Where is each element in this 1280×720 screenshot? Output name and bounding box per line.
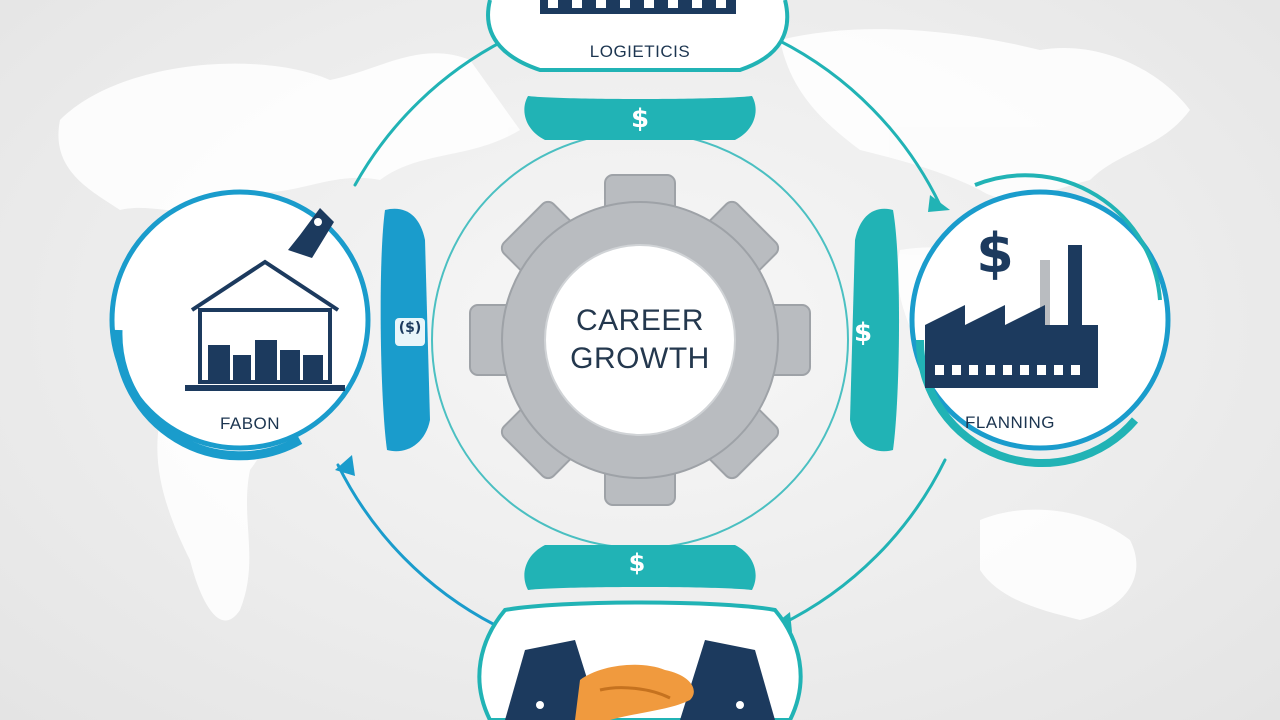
top-connector-symbol: $ — [630, 104, 650, 134]
right-connector-pill — [850, 208, 900, 452]
factory-dollar-symbol: $ — [976, 222, 1014, 285]
factory-icon — [925, 245, 1098, 388]
arrow-head-left — [335, 455, 355, 476]
left-connector-badge — [395, 318, 425, 346]
arc-left-top — [353, 38, 507, 187]
bottom-connector-pill — [524, 545, 756, 590]
arc-bottom-left — [336, 463, 497, 627]
building-icon — [540, 0, 736, 14]
bottom-connector-symbol: $ — [628, 549, 646, 577]
center-title-line2: GROWTH — [570, 342, 710, 375]
right-connector-symbol: $ — [853, 318, 873, 348]
gear-icon — [469, 174, 811, 506]
top-connector-pill — [524, 96, 756, 140]
right-node-label: FLANNING — [965, 413, 1055, 432]
top-node — [486, 0, 790, 72]
arc-right-bottom — [778, 458, 947, 627]
tag-icon — [288, 208, 334, 258]
arrow-head-right — [928, 195, 950, 212]
top-node-label: LOGIETICIS — [589, 42, 691, 61]
warehouse-icon — [185, 259, 345, 391]
arc-top-right — [776, 38, 942, 207]
left-node-label: FABON — [219, 414, 281, 433]
handshake-icon — [477, 600, 803, 720]
center-title-line1: CAREER — [575, 304, 705, 337]
center-title: CAREER GROWTH — [540, 302, 740, 378]
left-connector-symbol: ($) — [398, 320, 422, 336]
